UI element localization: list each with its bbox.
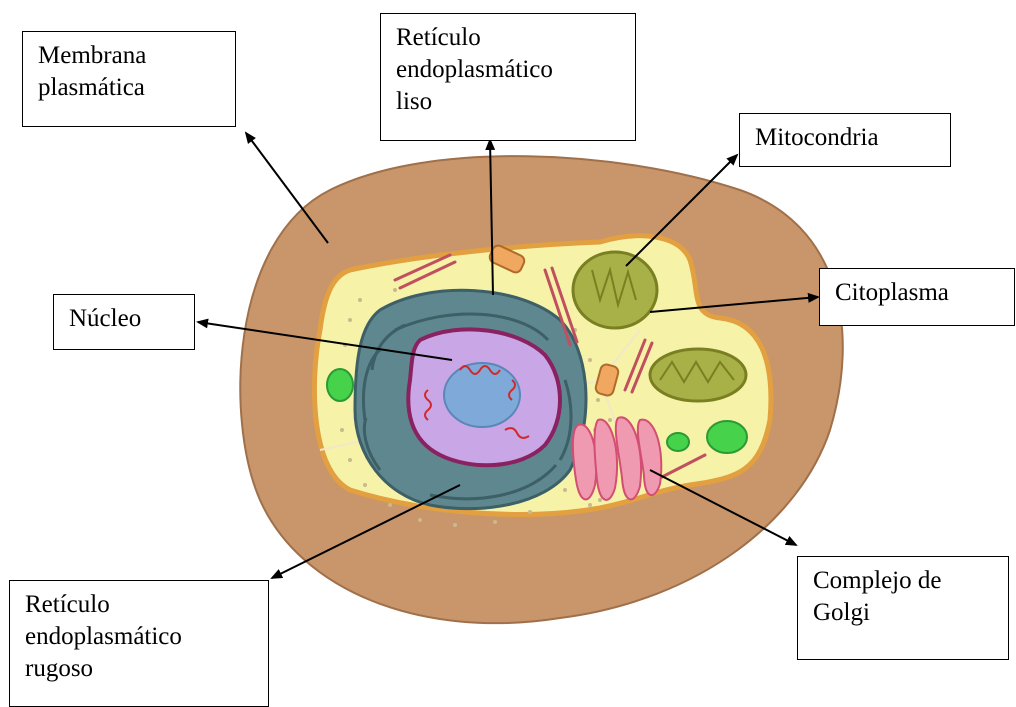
- label-citoplasma: Citoplasma: [819, 268, 1015, 326]
- label-nucleo: Núcleo: [53, 294, 195, 350]
- vesicle-right-large: [707, 421, 747, 453]
- vesicle-right-small: [667, 433, 689, 451]
- label-complejo-golgi: Complejo de Golgi: [797, 556, 1009, 660]
- label-membrana-plasmatica: Membrana plasmática: [22, 31, 236, 127]
- label-mitocondria: Mitocondria: [739, 113, 951, 167]
- vesicle-left: [327, 369, 353, 401]
- label-reticulo-liso: Retículo endoplasmático liso: [380, 13, 636, 141]
- label-reticulo-rugoso: Retículo endoplasmático rugoso: [9, 580, 269, 707]
